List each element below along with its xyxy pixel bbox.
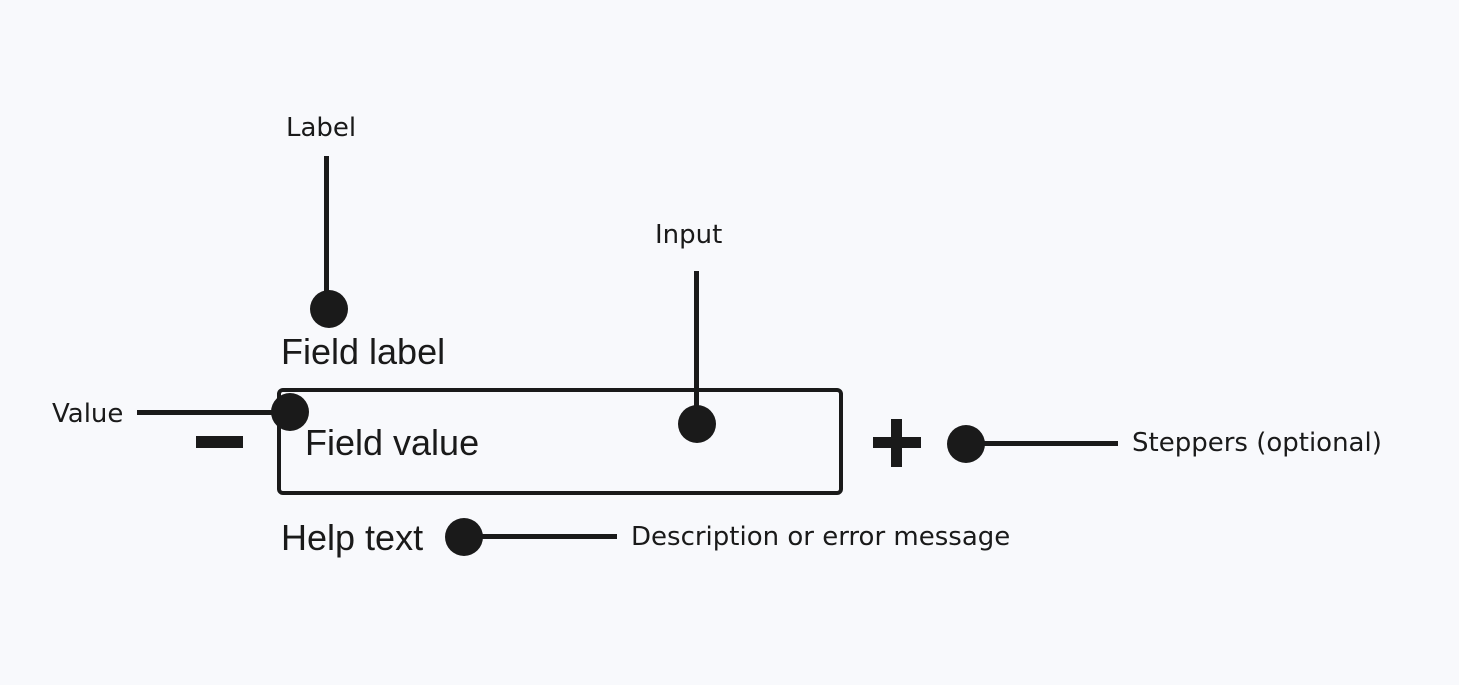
annotation-description: Description or error message [631, 522, 1011, 552]
help-text: Help text [281, 517, 424, 558]
connector-steppers [966, 441, 1118, 446]
marker-label [310, 290, 348, 328]
annotation-input: Input [655, 220, 723, 250]
annotation-label: Label [286, 113, 357, 143]
annotation-value: Value [52, 399, 124, 429]
number-input[interactable] [277, 388, 843, 495]
decrement-button[interactable] [196, 436, 243, 448]
connector-input [694, 271, 699, 421]
plus-icon-vertical [891, 419, 902, 467]
connector-value [137, 410, 287, 415]
marker-input [678, 405, 716, 443]
increment-button[interactable] [873, 419, 921, 467]
connector-label [324, 156, 329, 306]
annotation-steppers: Steppers (optional) [1132, 428, 1382, 458]
field-value[interactable]: Field value [305, 422, 480, 463]
marker-value [271, 393, 309, 431]
connector-help-text [463, 534, 617, 539]
field-label: Field label [281, 331, 446, 372]
